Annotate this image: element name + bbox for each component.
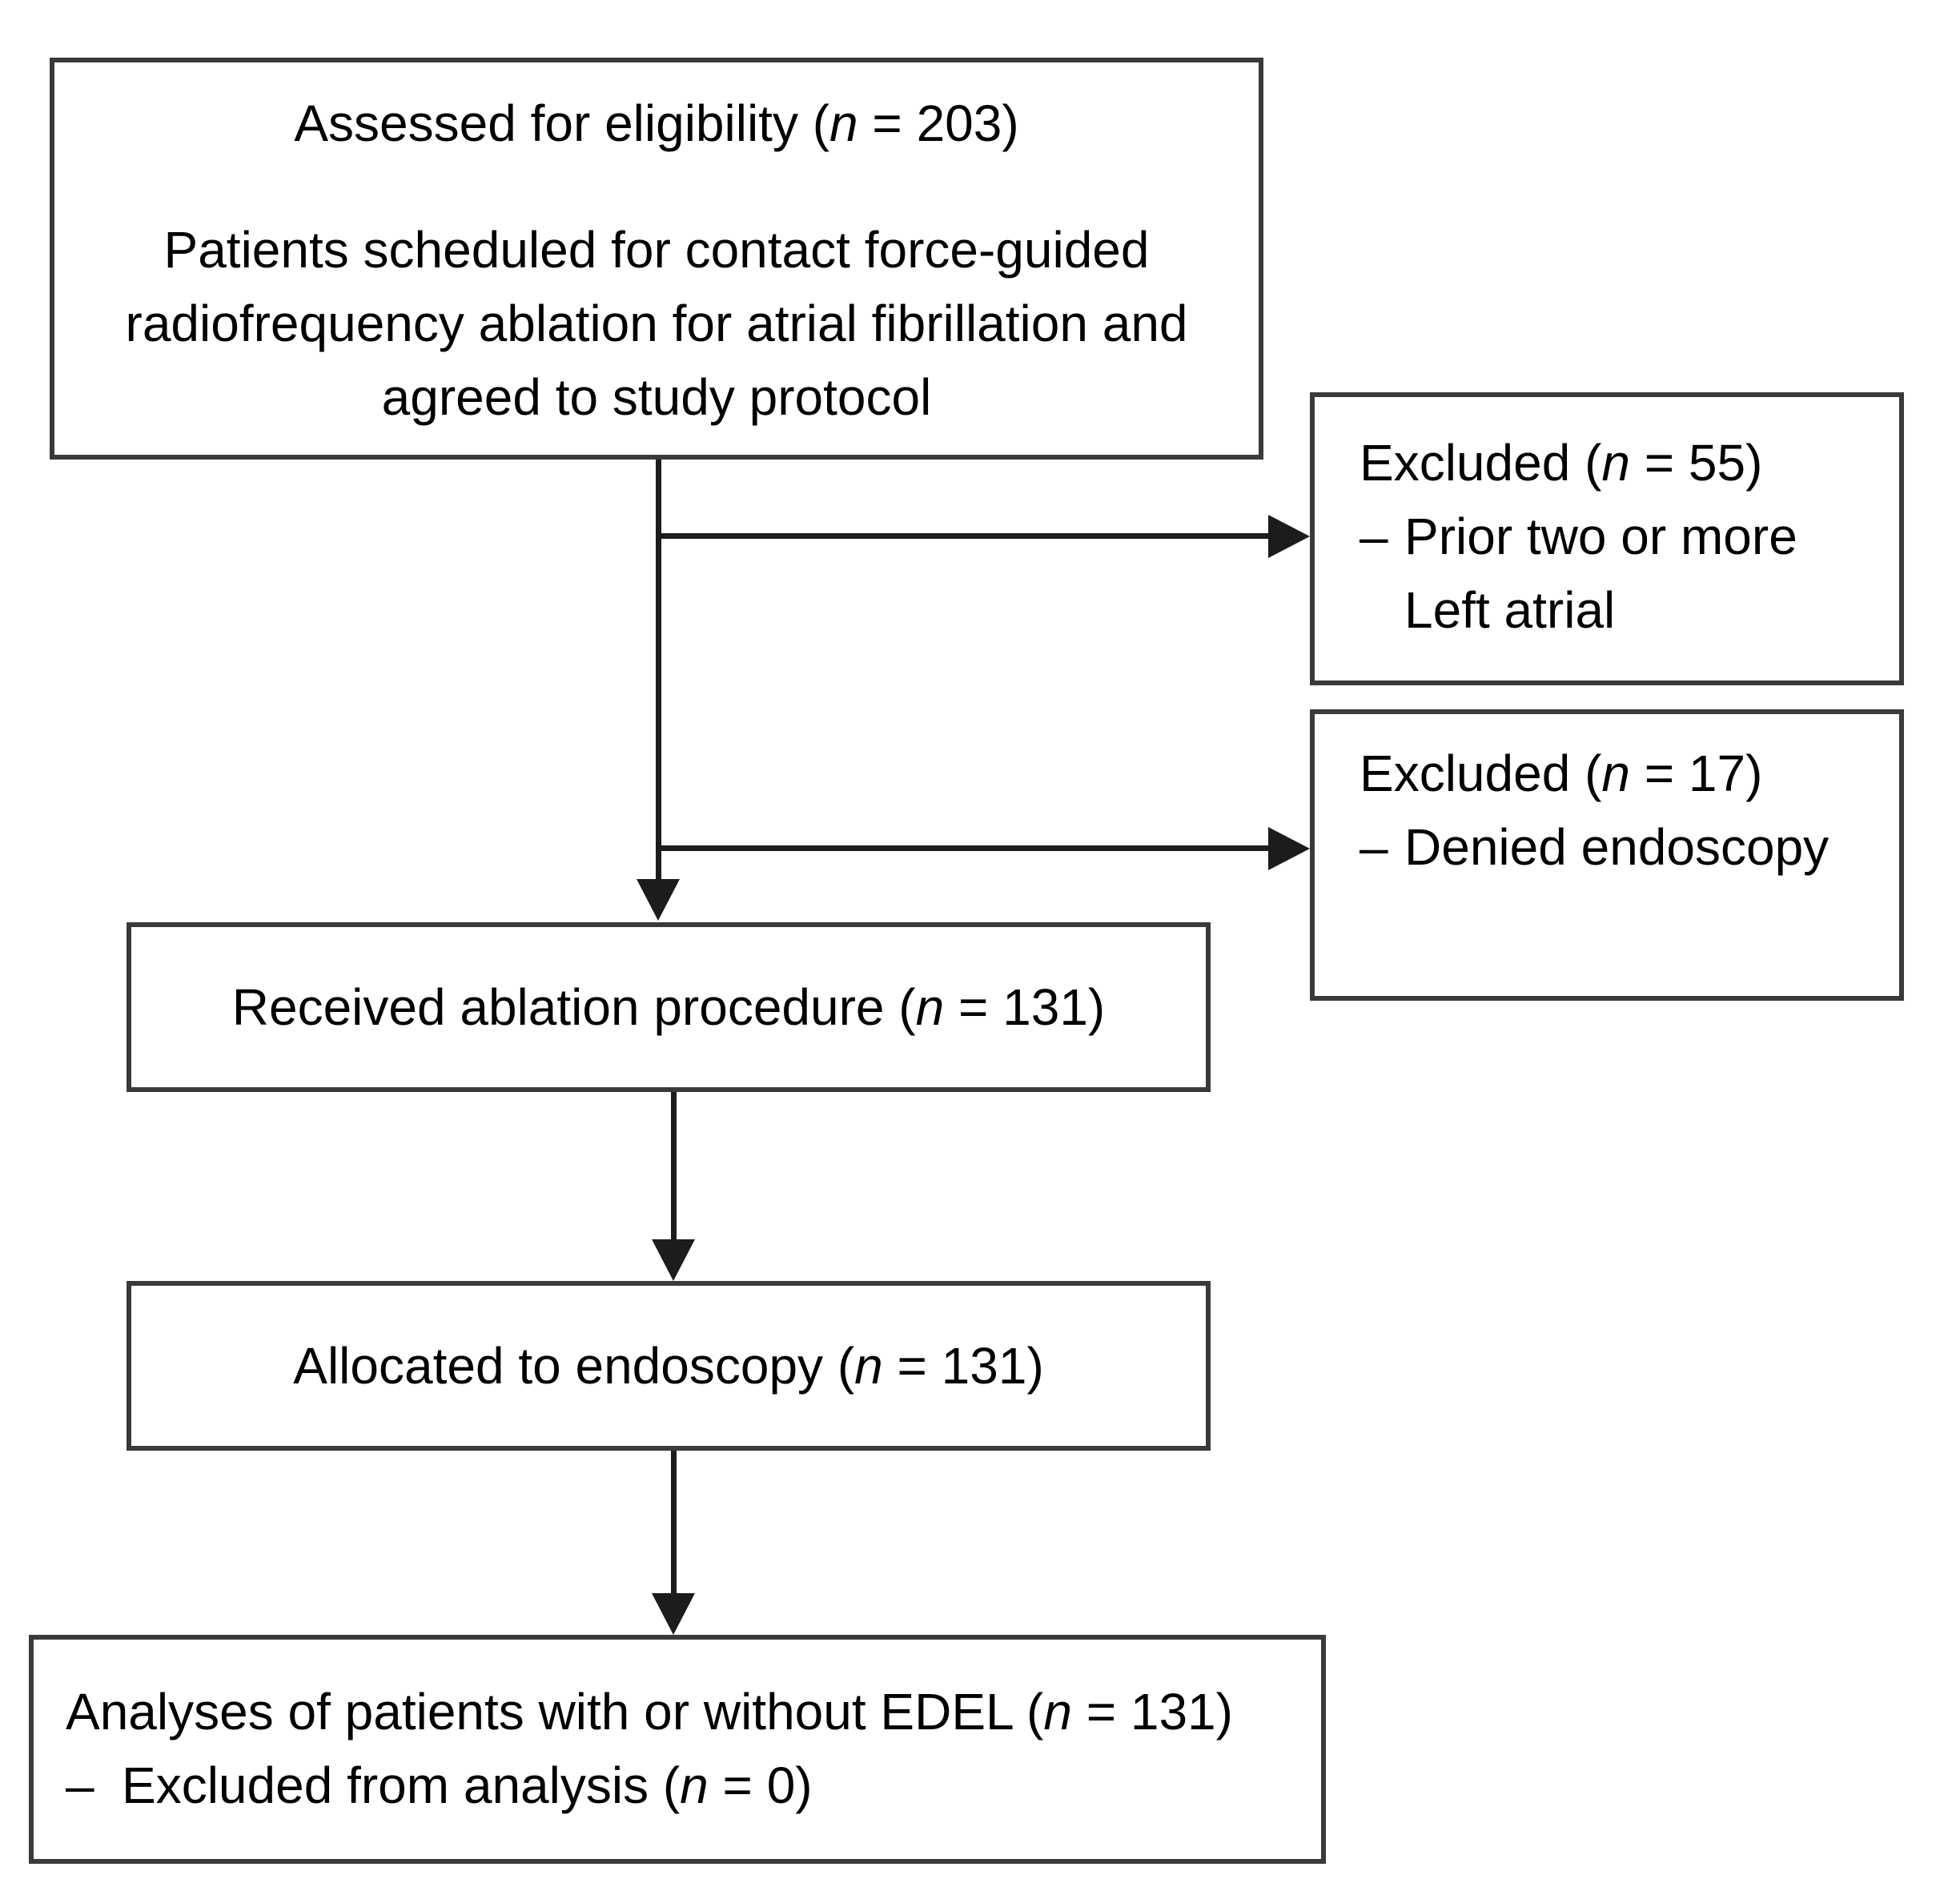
assessed-description: Patients scheduled for contact force-gui… [54,213,1259,434]
connector-branch-excluded-17 [658,845,1271,851]
arrowhead-down-icon [652,1239,695,1281]
received-ablation-title: Received ablation procedure (n = 131) [231,978,1106,1036]
excluded-55-reason-line: Left atrial [1404,581,1616,639]
excluded-17-title: Excluded (n = 17) [1360,745,1763,802]
box-excluded-55: Excluded (n = 55) – Prior two or more Le… [1310,392,1904,685]
bullet-dash: – [1360,508,1388,565]
analysis-note-text: Excluded from analysis (n = 0) [122,1757,813,1814]
excluded-17-reason-text: Denied endoscopy [1404,818,1829,876]
connector-allocated-to-analysis [671,1451,677,1598]
arrowhead-down-icon [637,879,680,921]
excluded-55-reason-text: Prior two or more Left atrial [1404,500,1883,647]
connector-branch-excluded-55 [658,533,1271,539]
bullet-dash: – [66,1757,94,1814]
arrowhead-right-icon [1268,515,1310,558]
assessed-description-line: Patients scheduled for contact force-gui… [163,221,1150,279]
excluded-17-reason: – Denied endoscopy [1360,810,1883,884]
box-analysis: Analyses of patients with or without EDE… [29,1635,1326,1864]
analysis-title: Analyses of patients with or without EDE… [66,1683,1233,1740]
allocated-endoscopy-title: Allocated to endoscopy (n = 131) [293,1337,1044,1395]
connector-spine-top [656,460,661,885]
arrowhead-right-icon [1268,827,1310,870]
excluded-55-reason: – Prior two or more Left atrial [1360,500,1883,647]
arrowhead-down-icon [652,1593,695,1635]
box-assessed-for-eligibility: Assessed for eligibility (n = 203) Patie… [50,58,1263,460]
box-excluded-17: Excluded (n = 17) – Denied endoscopy [1310,709,1904,1001]
analysis-note: – Excluded from analysis (n = 0) [66,1748,1305,1822]
excluded-55-reason-line: Prior two or more [1404,508,1797,565]
assessed-title: Assessed for eligibility (n = 203) [294,94,1019,152]
assessed-description-line: agreed to study protocol [381,368,932,426]
excluded-55-title: Excluded (n = 55) [1360,434,1763,492]
box-allocated-endoscopy: Allocated to endoscopy (n = 131) [127,1281,1211,1451]
connector-received-to-allocated [671,1092,677,1244]
box-received-ablation: Received ablation procedure (n = 131) [127,922,1211,1092]
bullet-dash: – [1360,818,1388,876]
assessed-description-line: radiofrequency ablation for atrial fibri… [125,295,1188,352]
